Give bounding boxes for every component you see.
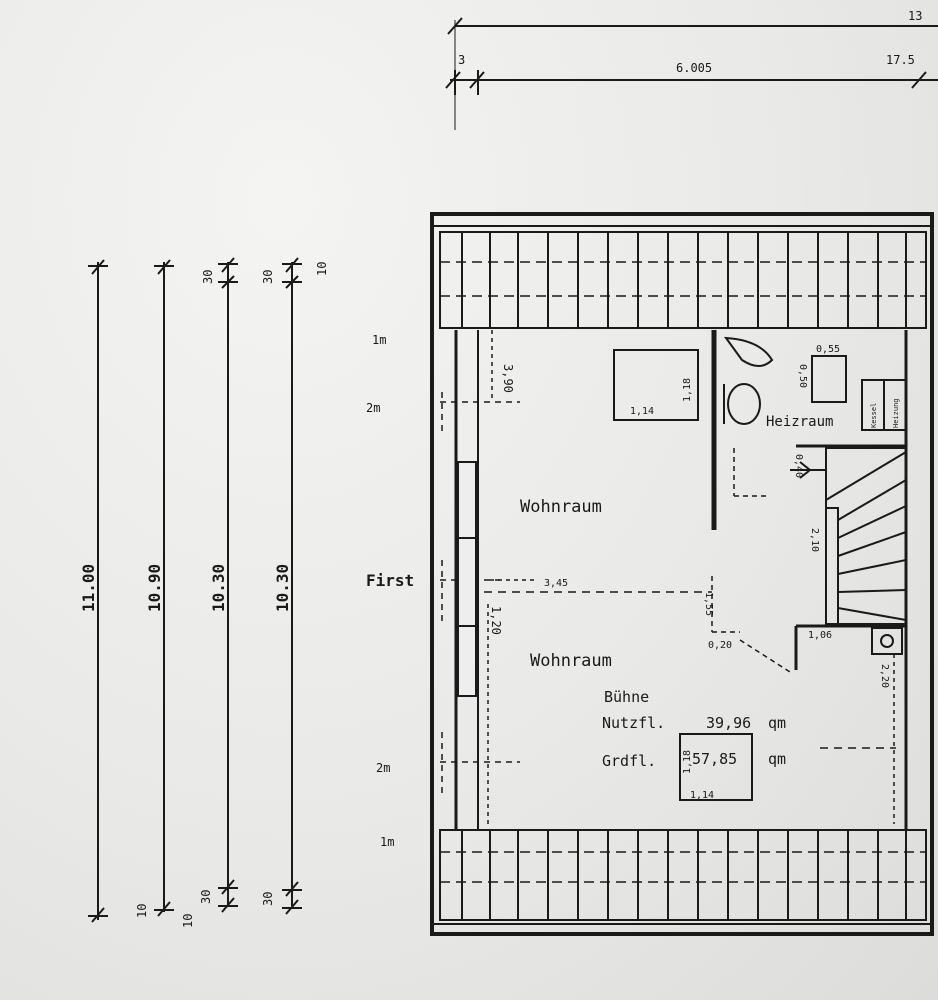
dim-0-50: 0,50	[797, 364, 808, 388]
dim-0-40: 0,40	[793, 454, 804, 478]
skylight-bot-width: 1,14	[690, 790, 714, 801]
dim-end-bot-10b: 10	[181, 914, 195, 928]
area-summary: Bühne Nutzfl. 39,96 qm Grdfl. 57,85 qm	[602, 688, 786, 770]
roof-tiles-bottom	[439, 829, 927, 921]
room-labels: Wohnraum Wohnraum Heizraum Kessel Heizun…	[520, 398, 900, 671]
sink-icon	[871, 627, 903, 655]
dim-1-20: 1,20	[489, 606, 503, 635]
dim-right: 17.5	[886, 53, 915, 67]
outer-walls	[430, 212, 934, 936]
dim-middle: 6.005	[676, 61, 712, 75]
dim-end-bot-30b: 30	[261, 892, 275, 906]
grdfl-unit: qm	[768, 750, 786, 768]
dim-end-bot-30a: 30	[199, 890, 213, 904]
label-heizung: Heizung	[892, 398, 900, 428]
dim-end-top-30a: 30	[201, 270, 215, 284]
nutzfl-value: 39,96	[706, 714, 751, 732]
dim-0-55: 0,55	[816, 344, 840, 355]
dim-overall: 13	[908, 9, 922, 23]
dim-0-20: 0,20	[708, 640, 732, 651]
top-dimension-lines: 13 3 6.005 17.5	[445, 9, 938, 130]
dim-line-3: 10.30	[209, 564, 228, 612]
toilet-icon	[723, 336, 774, 425]
skylight-top-height: 1,18	[682, 378, 693, 402]
dim-3-45: 3,45	[544, 578, 568, 589]
grdfl-label: Grdfl.	[602, 752, 656, 770]
skylight-bot-height: 1,18	[682, 750, 693, 774]
dim-1-06: 1,06	[808, 630, 832, 641]
skylight-top-width: 1,14	[630, 406, 654, 417]
dim-line-1: 11.00	[79, 564, 98, 612]
skylight-bottom: 1,14 1,18	[679, 733, 753, 801]
dim-line-2: 10.90	[145, 564, 164, 612]
dim-left: 3	[458, 53, 465, 67]
dim-2-10: 2,10	[809, 528, 820, 552]
interior-walls	[484, 330, 906, 749]
ridge-label: First	[366, 571, 414, 590]
height-bot-1m: 1m	[380, 835, 394, 849]
dim-end-bot-10a: 10	[135, 904, 149, 918]
dim-2-20: 2,20	[879, 664, 890, 688]
height-markers: 1m 2m First 2m 1m	[366, 333, 520, 849]
inner-dimensions: 3,90 3,45 1,20 0,20 1,55 1,06 2,10 0,55 …	[487, 330, 895, 826]
skylight-top: 1,14 1,18	[613, 349, 699, 421]
dim-end-top-30b: 30	[261, 270, 275, 284]
dim-1-55: 1,55	[703, 592, 714, 616]
staircase	[790, 447, 907, 625]
dim-end-top-10: 10	[315, 262, 329, 276]
room-label-wohnraum-lower: Wohnraum	[530, 651, 612, 671]
room-label-heizraum: Heizraum	[766, 414, 833, 430]
height-bot-2m: 2m	[376, 761, 390, 775]
heater-unit	[811, 355, 907, 431]
roof-tiles-top	[439, 231, 927, 329]
height-top-2m: 2m	[366, 401, 380, 415]
room-label-wohnraum-upper: Wohnraum	[520, 497, 602, 517]
dim-line-4: 10.30	[273, 564, 292, 612]
grdfl-value: 57,85	[692, 750, 737, 768]
nutzfl-label: Nutzfl.	[602, 714, 665, 732]
label-kessel: Kessel	[870, 403, 878, 428]
left-dimension-lines: 11.00 10.90 10.30 10.30 30 30 10 10 10 3…	[79, 257, 329, 928]
nutzfl-unit: qm	[768, 714, 786, 732]
height-top-1m: 1m	[372, 333, 386, 347]
summary-title: Bühne	[604, 688, 649, 706]
dim-3-90: 3,90	[501, 364, 515, 393]
